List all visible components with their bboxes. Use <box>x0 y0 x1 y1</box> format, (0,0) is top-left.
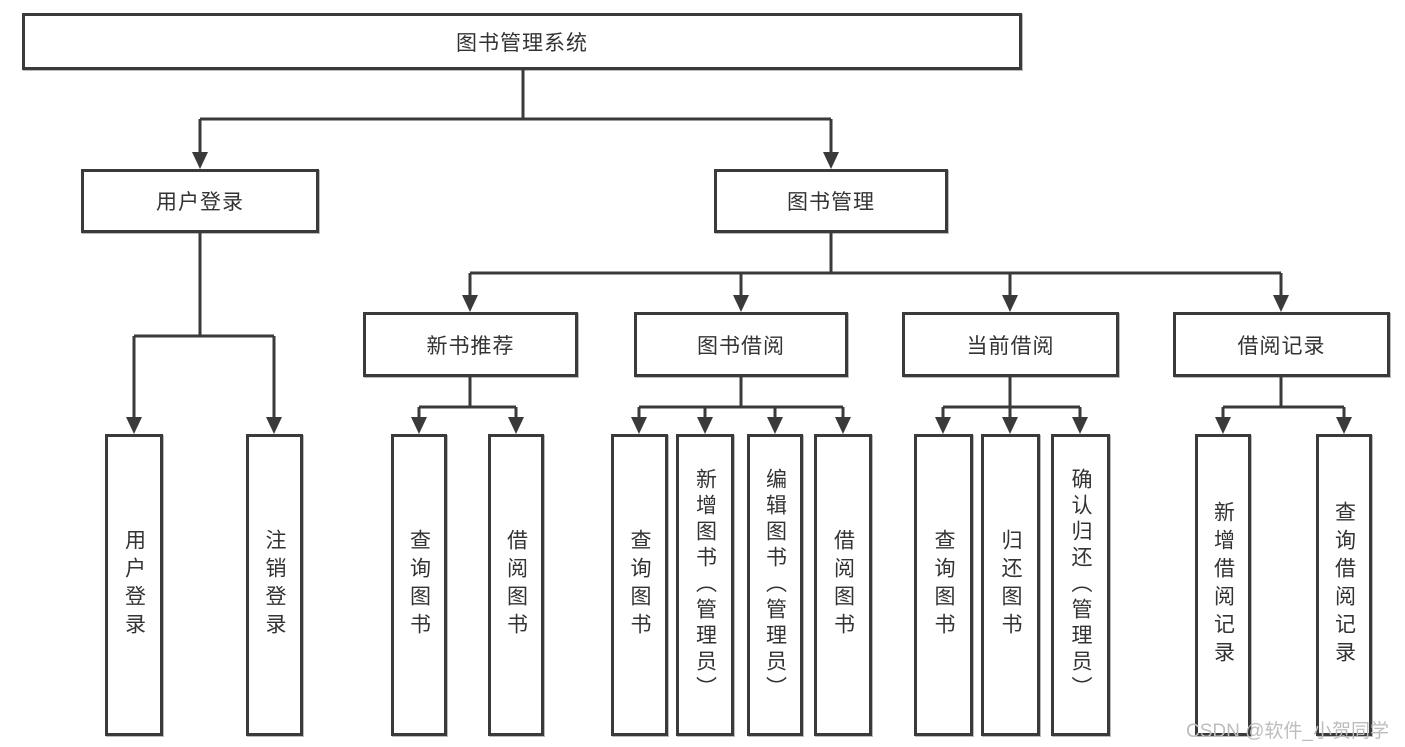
leaf-logout-label: 注销登录 <box>263 529 286 641</box>
node-new-book-recommend-label: 新书推荐 <box>426 334 515 358</box>
leaf-newbook-borrow-label: 借阅图书 <box>504 529 528 641</box>
node-borrow-record: 借阅记录 <box>1173 312 1390 377</box>
leaf-current-confirm-label: 确认归还（管理员） <box>1069 468 1092 702</box>
leaf-logout: 注销登录 <box>246 434 303 736</box>
leaf-newbook-query-label: 查询图书 <box>407 529 431 641</box>
node-book-management-label: 图书管理 <box>787 191 875 214</box>
leaf-borrow-edit: 编辑图书（管理员） <box>747 434 803 736</box>
leaf-borrow-edit-label: 编辑图书（管理员） <box>763 468 787 702</box>
node-root-label: 图书管理系统 <box>456 31 588 55</box>
leaf-record-query: 查询借阅记录 <box>1316 434 1372 736</box>
leaf-user-login-label: 用户登录 <box>122 529 146 641</box>
leaf-borrow-add: 新增图书（管理员） <box>676 434 734 736</box>
node-borrow-record-label: 借阅记录 <box>1237 334 1326 358</box>
leaf-newbook-query: 查询图书 <box>391 434 447 736</box>
node-new-book-recommend: 新书推荐 <box>363 312 578 377</box>
leaf-record-add-label: 新增借阅记录 <box>1211 501 1235 669</box>
node-current-borrow: 当前借阅 <box>902 312 1119 377</box>
leaf-newbook-borrow: 借阅图书 <box>488 434 544 736</box>
leaf-current-return-label: 归还图书 <box>999 529 1022 641</box>
leaf-borrow-query-label: 查询图书 <box>628 529 651 641</box>
csdn-watermark: CSDN @软件_小贺同学 <box>1186 721 1389 742</box>
leaf-record-add: 新增借阅记录 <box>1195 434 1251 736</box>
node-user-login: 用户登录 <box>81 169 319 233</box>
leaf-current-return: 归还图书 <box>981 434 1040 736</box>
node-book-borrow: 图书借阅 <box>634 312 848 377</box>
node-root: 图书管理系统 <box>22 13 1022 70</box>
node-current-borrow-label: 当前借阅 <box>966 334 1055 358</box>
leaf-record-query-label: 查询借阅记录 <box>1332 501 1356 669</box>
leaf-borrow-borrow: 借阅图书 <box>814 434 872 736</box>
leaf-user-login: 用户登录 <box>105 434 163 736</box>
node-book-borrow-label: 图书借阅 <box>697 334 785 358</box>
leaf-current-confirm: 确认归还（管理员） <box>1051 434 1110 736</box>
leaf-borrow-borrow-label: 借阅图书 <box>831 529 855 641</box>
node-book-management: 图书管理 <box>714 169 948 233</box>
leaf-current-query: 查询图书 <box>914 434 973 736</box>
node-user-login-label: 用户登录 <box>156 191 244 214</box>
leaf-borrow-query: 查询图书 <box>611 434 668 736</box>
leaf-borrow-add-label: 新增图书（管理员） <box>693 468 717 702</box>
leaf-current-query-label: 查询图书 <box>932 529 955 641</box>
